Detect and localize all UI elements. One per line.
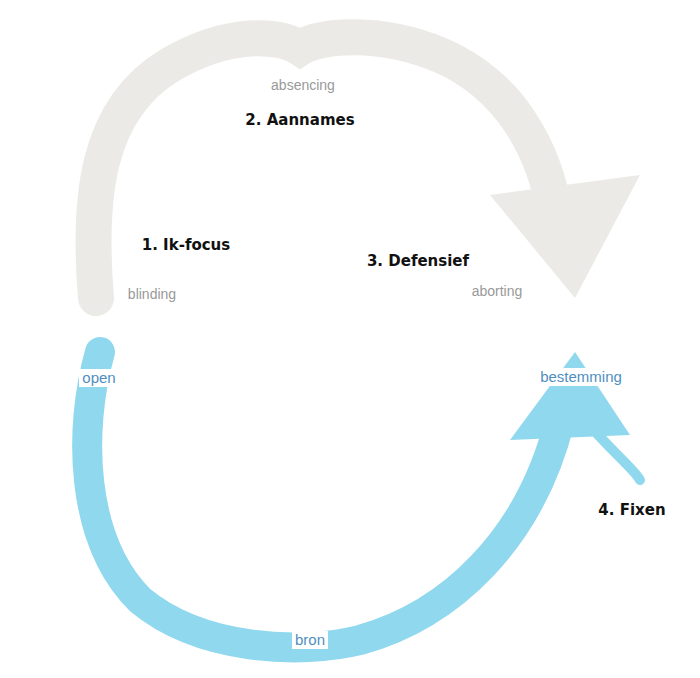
- blue-arrowhead-tail: [585, 420, 640, 480]
- grey-arc: [93, 37, 555, 298]
- blue-arrowhead: [510, 352, 630, 440]
- state-label: bron: [292, 631, 328, 649]
- step-label: 1. Ik-focus: [139, 236, 233, 254]
- state-label: aborting: [469, 283, 526, 300]
- step-label: 4. Fixen: [595, 501, 668, 519]
- state-label: blinding: [125, 286, 179, 303]
- blue-arc: [87, 352, 560, 647]
- grey-arrowhead: [490, 175, 640, 298]
- state-label: absencing: [268, 77, 338, 94]
- state-label: open: [79, 369, 118, 387]
- state-label: bestemming: [537, 368, 625, 386]
- step-label: 3. Defensief: [364, 252, 472, 270]
- step-label: 2. Aannames: [242, 111, 357, 129]
